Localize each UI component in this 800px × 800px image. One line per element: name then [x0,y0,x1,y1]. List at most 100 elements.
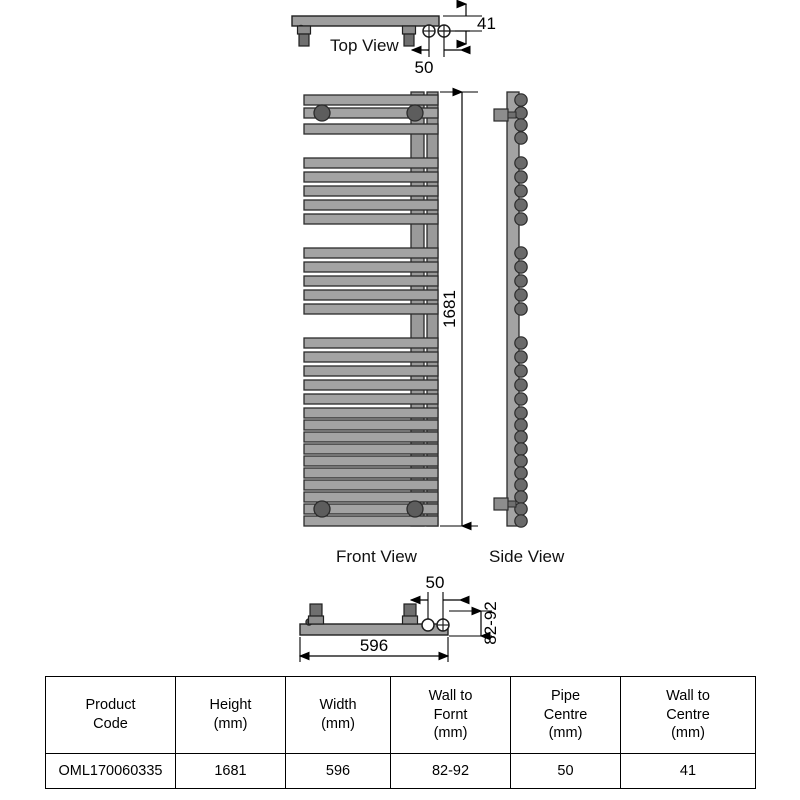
rail-end [514,118,528,132]
rail-end [514,442,528,456]
cell-height: 1681 [175,753,286,789]
table-header-pipe-centre: Pipe Centre (mm) [510,676,621,754]
top-view-pipe-marker-left [422,24,436,38]
rail-end [514,490,528,504]
rail-end [514,466,528,480]
rail-end [514,430,528,444]
rail [303,123,439,135]
rail [303,365,439,377]
header-line-2: Centre [543,706,588,723]
rail [303,491,439,503]
header-line-1: Pipe [550,688,581,705]
side-view-group: Side View [489,91,565,566]
cell-pipe-centre: 50 [510,753,621,789]
dimension-pipe-centre-bottom-label: 50 [426,573,445,592]
header-line-1: Wall to [428,688,473,705]
dimension-width: 596 [298,636,450,662]
header-line-2: (mm) [321,716,355,732]
table-header-wall-to-centre: Wall to Centre (mm) [620,676,756,754]
table-header-wall-to-front: Wall to Fornt (mm) [390,676,511,754]
rail-end [514,350,528,364]
front-view-label: Front View [336,547,418,566]
rail [303,431,439,443]
bottom-view-bracket-right [401,603,419,625]
header-line-1: Product [85,697,136,714]
dimension-wall-to-front-label: 82-92 [481,601,500,644]
table-header-row: Product Code Height (mm) Width (mm) Wall… [45,676,756,754]
rail [303,261,439,273]
rail [303,515,439,527]
rail-end [514,106,528,120]
specification-table-wrap: Product Code Height (mm) Width (mm) Wall… [45,676,756,789]
rail [303,503,439,515]
rail-end [514,392,528,406]
rail-end [514,198,528,212]
side-view-rail-ends [514,93,528,528]
front-view-bracket-bottom-right [406,500,424,518]
table-header-product-code: Product Code [45,676,176,754]
header-line-2: Code [93,716,128,732]
side-view-wall-bracket-bottom [493,497,517,511]
cell-wall-to-centre: 41 [620,753,756,789]
front-view-bracket-bottom-left [313,500,331,518]
rail [303,393,439,405]
rail-end [514,478,528,492]
bottom-view-pipe-marker-left [421,618,435,632]
rail-end [514,364,528,378]
rail-end [514,288,528,302]
header-line-1: Wall to [666,688,710,705]
side-view-wall-bracket-top [493,108,517,122]
rail [303,351,439,363]
bottom-view-pipe-marker-right [436,618,450,632]
rail [303,379,439,391]
top-view-label: Top View [330,36,399,55]
rail [303,94,439,106]
dimension-pipe-centre-top-label: 50 [415,58,434,77]
cell-product-code: OML170060335 [45,753,176,789]
dimension-pipe-centre-top: 50 [410,37,471,77]
rail [303,467,439,479]
rail-end [514,454,528,468]
rail [303,213,439,225]
rail [303,289,439,301]
header-line-2: (mm) [213,716,248,732]
header-line-1: Width [319,697,357,714]
header-line-3: (mm) [671,725,705,742]
front-view-bracket-top-right [406,104,424,122]
rail [303,199,439,211]
table-header-width: Width (mm) [285,676,391,754]
header-line-3: (mm) [548,725,583,742]
rail-end [514,514,528,528]
bottom-view-group: 50 82-92 596 [298,573,500,662]
top-view-bracket-right [401,25,417,47]
front-view-group: 1681 Front View [303,87,478,566]
front-view-bracket-top-left [313,104,331,122]
dimension-height: 1681 [440,87,478,531]
side-view-label: Side View [489,547,565,566]
header-line-1: Height [209,697,252,714]
rail-end [514,274,528,288]
rail [303,171,439,183]
rail [303,337,439,349]
header-line-2: Centre [666,706,710,723]
rail [303,407,439,419]
dimension-wall-to-front: 82-92 [449,601,500,645]
rail-end [514,302,528,316]
front-view-rails [303,94,439,527]
rail [303,107,439,119]
rail-end [514,184,528,198]
rail-end [514,336,528,350]
header-line-3: (mm) [433,725,468,742]
rail [303,157,439,169]
top-view-bracket-left [296,25,312,47]
dimension-height-label: 1681 [440,290,459,328]
rail-end [514,212,528,226]
rail-end [514,260,528,274]
rail [303,419,439,431]
rail [303,185,439,197]
cell-wall-to-front: 82-92 [390,753,511,789]
dimension-wall-to-centre-label: 41 [477,14,496,33]
rail [303,303,439,315]
